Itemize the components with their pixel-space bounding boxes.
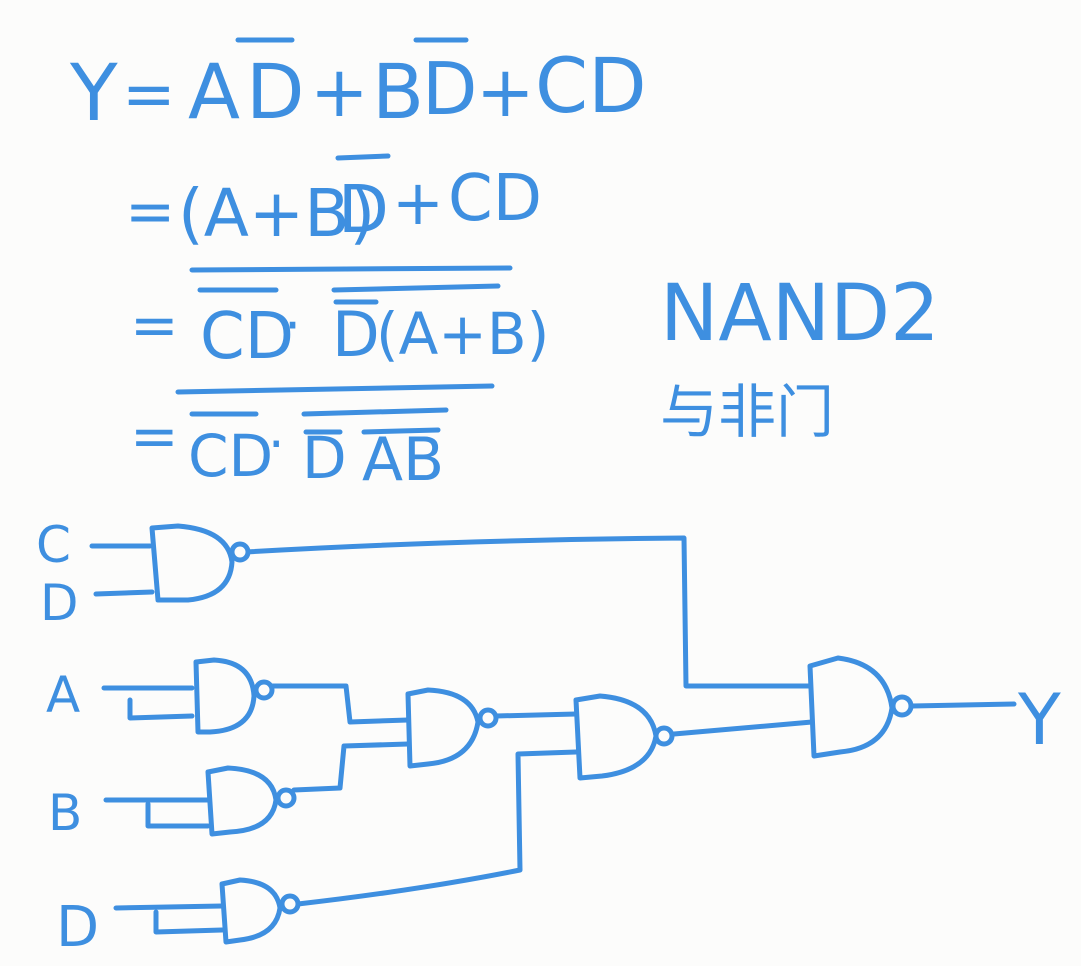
eq4-a: CD [188,422,273,490]
gate-annotation: NAND2 与非门 [660,269,940,446]
wire-input-a-tie [127,697,195,721]
eq3-a: CD [200,300,294,374]
eq1-term1-bar: D [246,47,305,136]
equation-line-2: = (A+B) D + CD [125,153,542,252]
eq2-equals: = [125,177,175,247]
eq3-right-overbar [331,283,501,293]
wire-output [909,701,1017,709]
eq2-plus: + [392,166,444,239]
eq1-term3: CD [535,41,647,130]
circuit-labels: C D A B D Y [36,516,1061,960]
eq4-dot: · [268,415,285,475]
eq2-overbar [335,153,391,161]
eq4-b-bar: D [302,424,347,492]
eq2-group: (A+B) [178,175,375,252]
wire-input-d2 [113,903,225,911]
input-label-d1: D [40,574,79,632]
nand-gate-d-not [219,877,301,945]
eq1-term2: B [372,47,424,136]
eq2-term: CD [448,162,542,236]
eq3-long-overbar [189,265,513,273]
eq1-plus-1: + [310,51,369,133]
eq1-equals: = [122,58,176,132]
circuit-gates [149,523,914,945]
wire-input-b-tie [145,801,211,829]
nand-gate-cd [149,523,251,603]
wire-ab [493,711,579,719]
wire-input-d1 [93,589,155,597]
equation-line-4: = CD · D AB [130,383,495,495]
eq1-term1: A [188,47,240,136]
eq4-long-overbar [175,383,495,395]
gate-name-cn: 与非门 [660,378,834,446]
eq1-term2-bar: D [422,47,477,131]
input-label-d2: D [56,895,99,960]
eq3-equals: = [130,291,179,359]
equation-line-3: = CD · D (A+B) [130,265,549,374]
input-label-b: B [48,784,82,842]
eq4-equals: = [130,402,179,470]
eq2-bar-term: D [338,171,389,248]
eq3-dot: · [284,294,301,357]
nand-gate-a-not [193,657,275,735]
gate-name: NAND2 [660,269,940,359]
wire-d-not [295,749,579,907]
wire-input-d2-tie [153,909,225,935]
eq4-c: AB [362,425,444,495]
eq1-lhs: Y [69,49,118,139]
nand-gate-a-or-b [405,687,499,769]
equation-line-1: Y = A D + B D + CD [69,37,647,139]
nand-gate-final [807,655,914,759]
eq1-plus-2: + [476,51,535,133]
eq4-right-overbar [301,407,449,417]
nand-gate-b-not [205,765,297,837]
nand-gate-d-and-ab [573,693,675,781]
input-label-c: C [36,516,71,574]
wire-mid-to-final [671,719,815,737]
eq4-ab-overbar [361,427,441,435]
output-label-y: Y [1017,679,1061,761]
wire-cd-to-final [243,535,815,689]
circuit-wires [89,535,1017,935]
input-label-a: A [46,666,80,724]
eq3-b-rest: (A+B) [376,300,549,368]
wire-a-not [269,683,411,725]
wire-b-not [291,741,411,793]
eq3-b-bar: D [332,298,380,371]
